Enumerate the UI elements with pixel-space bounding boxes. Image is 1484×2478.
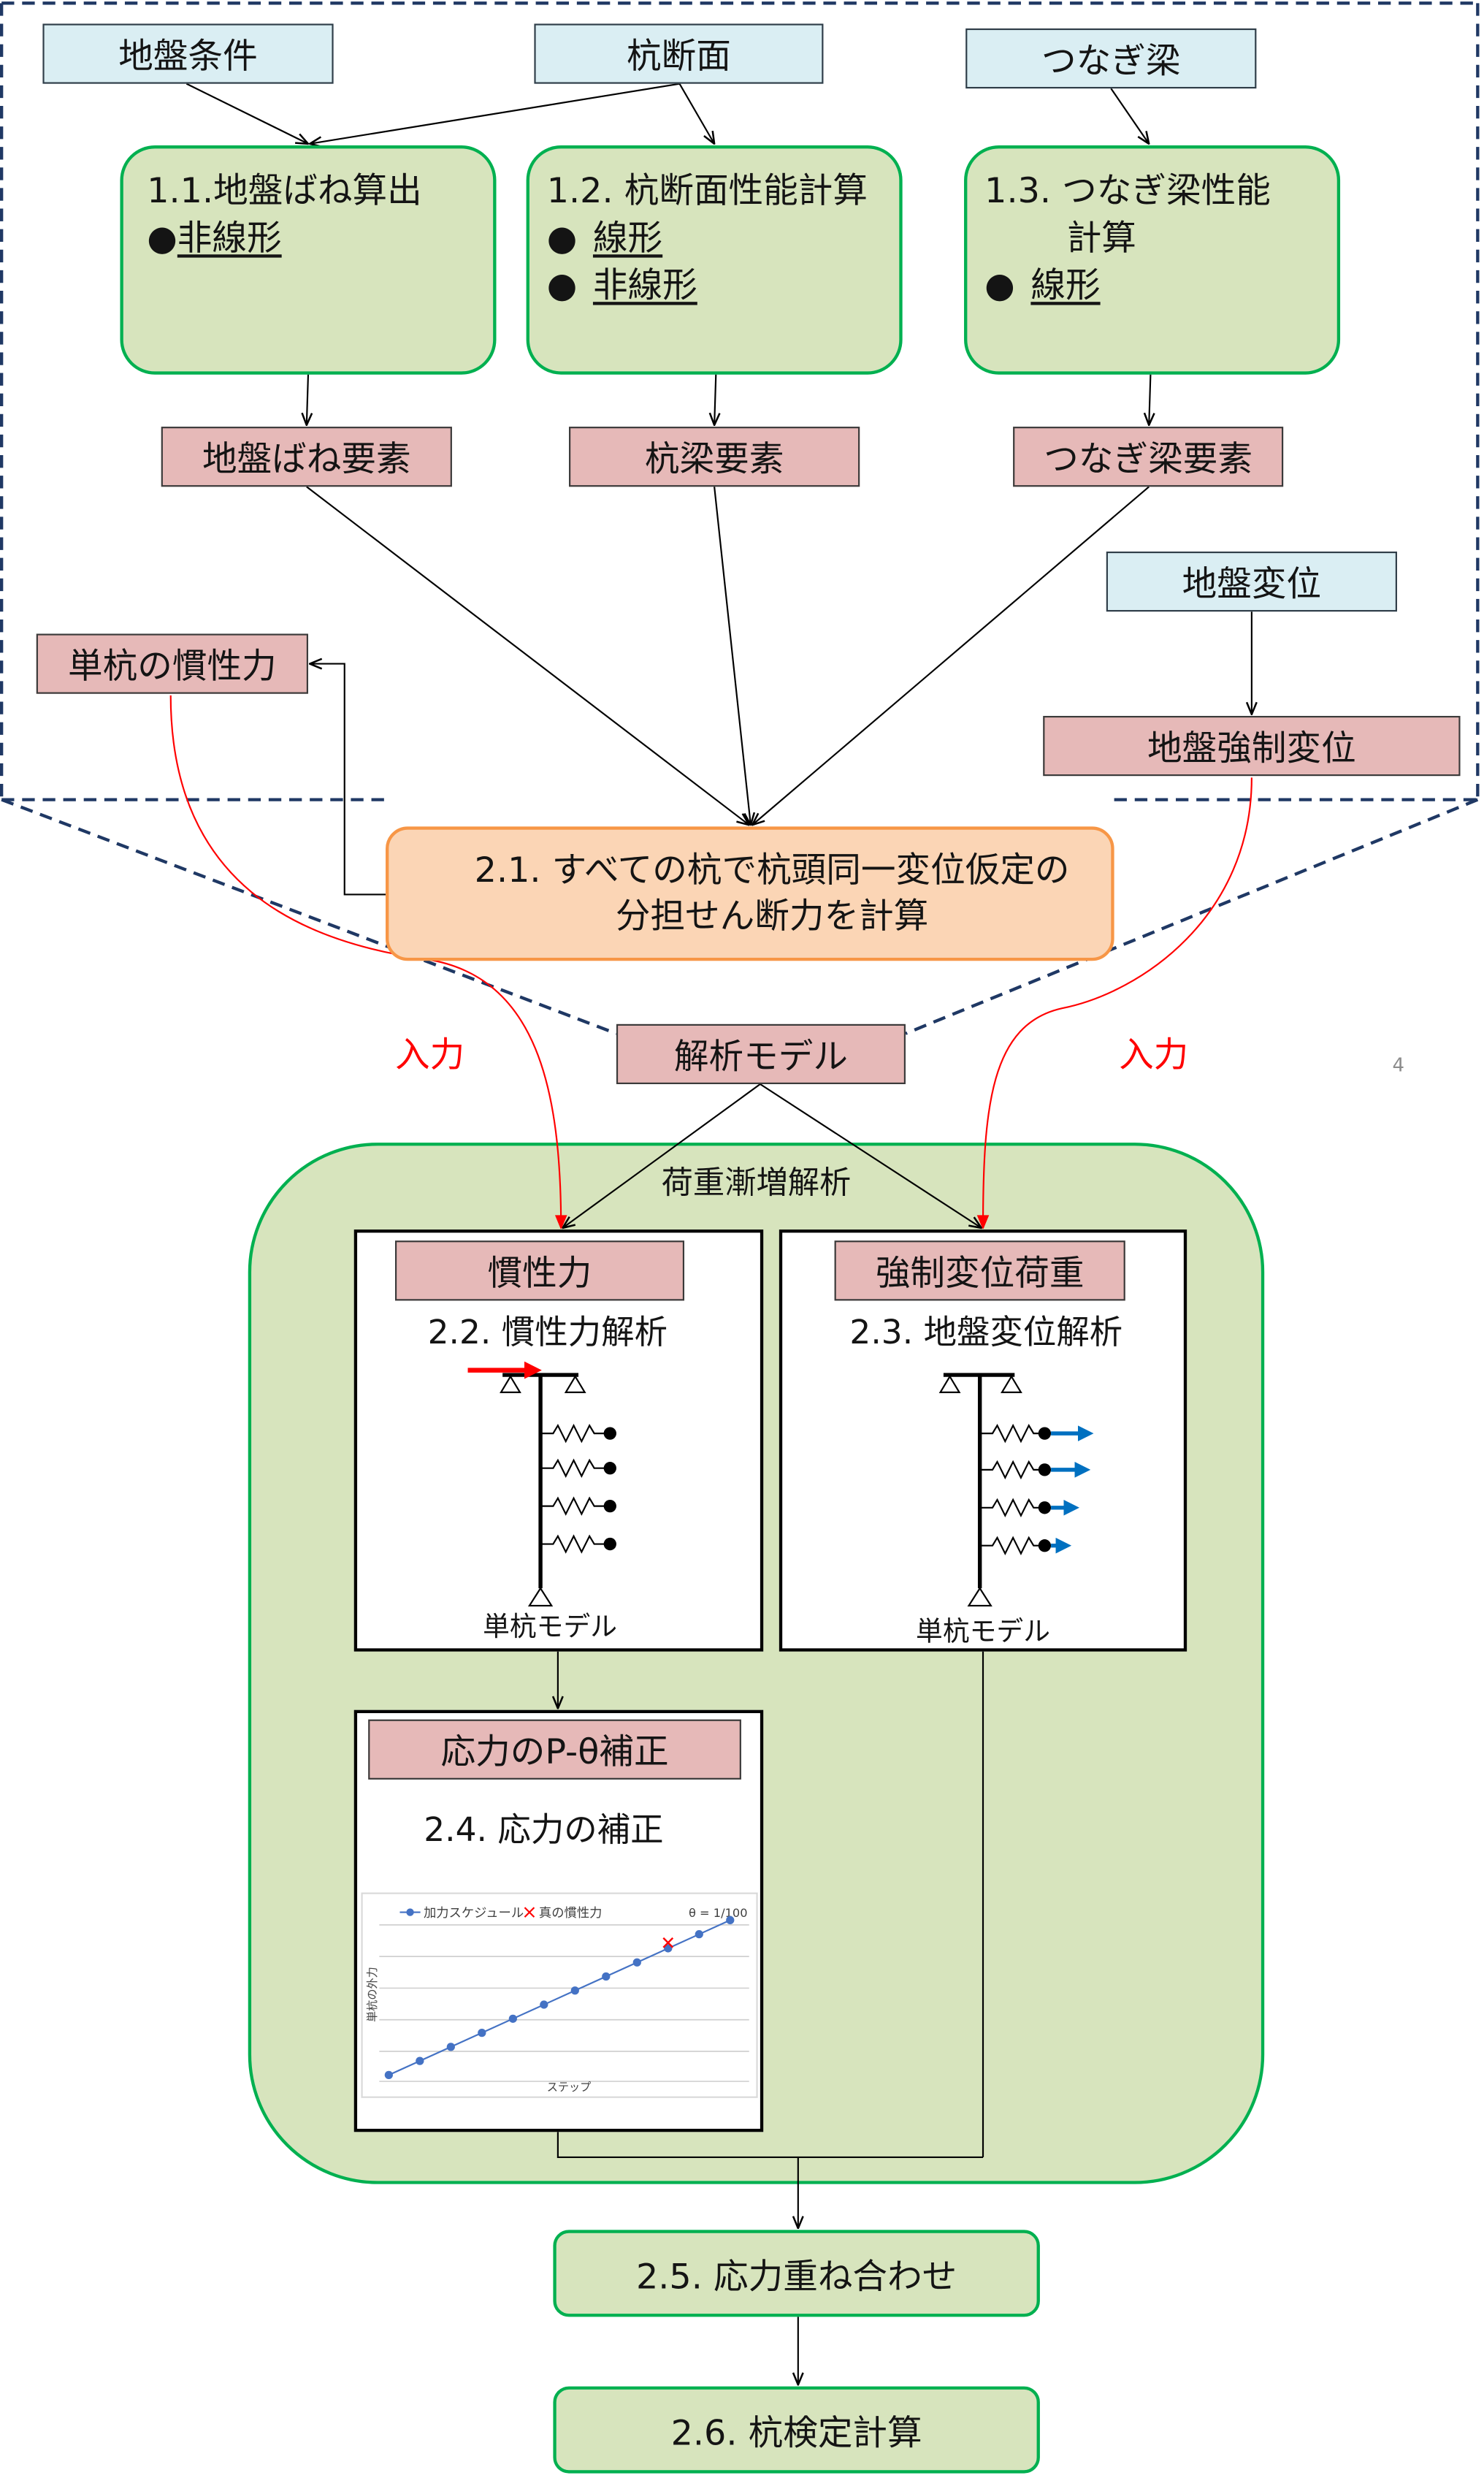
element-ground-forced-displacement: 地盤強制変位 <box>1043 715 1461 777</box>
bullet-icon: ● <box>984 267 1015 307</box>
element-single-pile-inertia: 単杭の慣性力 <box>36 633 308 694</box>
page-number: 4 <box>1392 1053 1405 1077</box>
input-tie-beam-label: つなぎ梁 <box>1041 42 1181 83</box>
element-ground-spring: 地盤ばね要素 <box>161 427 452 487</box>
bullet-text: 非線形 <box>592 267 697 307</box>
connector-ground-conditions-to-spring-calc <box>186 83 308 144</box>
connector-spring-calc-to-spring-element <box>307 374 308 425</box>
step-shear-distribution: 2.1. すべての杭で杭頭同一変位仮定の 分担せん断力を計算 <box>386 826 1114 961</box>
element-ground-spring-label: 地盤ばね要素 <box>202 441 411 481</box>
step-shear-distribution-line2: 分担せん断力を計算 <box>615 897 929 937</box>
input-label-right: 入力 <box>1119 1037 1189 1077</box>
inertia-model-caption: 単杭モデル <box>483 1612 618 1644</box>
p-theta-correction-tag: 応力のP-θ補正 <box>368 1719 741 1780</box>
step-pile-section-calc: 1.2. 杭断面性能計算 ● 線形 ● 非線形 <box>526 145 903 375</box>
connector-pile-element-to-shear-calc <box>714 487 751 825</box>
step-pile-check-label: 2.6. 杭検定計算 <box>670 2414 922 2454</box>
input-label-left: 入力 <box>394 1037 465 1077</box>
connector-section-calc-to-pile-element <box>714 374 716 425</box>
bullet-text: 非線形 <box>177 219 282 259</box>
connector-pile-section-to-spring-calc <box>310 83 680 144</box>
p-theta-correction-tag-label: 応力のP-θ補正 <box>440 1734 669 1774</box>
stress-correction-title: 2.4. 応力の補正 <box>424 1811 664 1850</box>
forced-displacement-load-tag-label: 強制変位荷重 <box>875 1254 1085 1295</box>
element-analysis-model: 解析モデル <box>616 1023 906 1085</box>
element-pile-beam-label: 杭梁要素 <box>644 441 784 481</box>
bullet-text: 線形 <box>1030 267 1101 307</box>
inertia-tag: 慣性力 <box>395 1240 685 1301</box>
input-ground-displacement-label: 地盤変位 <box>1182 565 1322 606</box>
connector-tie-beam-to-tie-calc <box>1110 88 1149 144</box>
step-stress-superposition-label: 2.5. 応力重ね合わせ <box>636 2257 957 2298</box>
input-pile-section-label: 杭断面 <box>626 37 731 78</box>
input-pile-section: 杭断面 <box>534 23 824 84</box>
inertia-analysis-title: 2.2. 慣性力解析 <box>427 1313 668 1352</box>
bullet-item: ● 線形 <box>984 264 1337 311</box>
connector-pile-section-to-section-calc <box>678 83 715 144</box>
element-analysis-model-label: 解析モデル <box>673 1038 848 1078</box>
bullet-item: ●非線形 <box>147 216 493 264</box>
input-tie-beam: つなぎ梁 <box>965 28 1257 89</box>
element-tie-beam-label: つなぎ梁要素 <box>1044 441 1252 481</box>
step-pile-section-title: 1.2. 杭断面性能計算 <box>546 172 868 212</box>
bullet-item: ● 線形 <box>547 216 900 264</box>
input-ground-displacement: 地盤変位 <box>1106 551 1397 612</box>
connector-tie-calc-to-tie-element <box>1149 374 1150 425</box>
input-ground-conditions: 地盤条件 <box>42 23 334 84</box>
element-ground-forced-displacement-label: 地盤強制変位 <box>1147 730 1356 770</box>
element-pile-beam: 杭梁要素 <box>569 427 860 487</box>
forced-displacement-load-tag: 強制変位荷重 <box>834 1240 1125 1301</box>
connector-shear-calc-to-inertia <box>310 664 386 896</box>
step-stress-superposition: 2.5. 応力重ね合わせ <box>553 2230 1040 2317</box>
input-ground-conditions-label: 地盤条件 <box>118 37 258 78</box>
bullet-text: 線形 <box>592 219 663 259</box>
connector-spring-element-to-shear-calc <box>306 486 749 825</box>
bullet-icon: ● <box>546 267 578 307</box>
bullet-icon: ● <box>147 219 177 259</box>
ground-displacement-analysis-title: 2.3. 地盤変位解析 <box>849 1313 1123 1352</box>
step-tie-beam-title-cont: 計算 <box>1066 219 1136 259</box>
step-pile-check: 2.6. 杭検定計算 <box>553 2386 1040 2474</box>
step-tie-beam-title: 1.3. つなぎ梁性能 <box>984 172 1271 212</box>
step-shear-distribution-line1: 2.1. すべての杭で杭頭同一変位仮定の <box>474 852 1070 892</box>
element-single-pile-inertia-label: 単杭の慣性力 <box>68 647 277 688</box>
ground-model-caption: 単杭モデル <box>916 1617 1050 1649</box>
bullet-item: ● 非線形 <box>547 264 900 311</box>
step-tie-beam-calc: 1.3. つなぎ梁性能 計算 ● 線形 <box>964 145 1341 375</box>
pushover-analysis-title: 荷重漸増解析 <box>661 1163 852 1202</box>
bullet-icon: ● <box>546 219 578 259</box>
step-ground-spring-title: 1.1.地盤ばね算出 <box>147 172 422 212</box>
element-tie-beam: つなぎ梁要素 <box>1013 427 1284 487</box>
step-ground-spring-calc: 1.1.地盤ばね算出 ●非線形 <box>120 145 497 375</box>
inertia-tag-label: 慣性力 <box>487 1254 592 1295</box>
